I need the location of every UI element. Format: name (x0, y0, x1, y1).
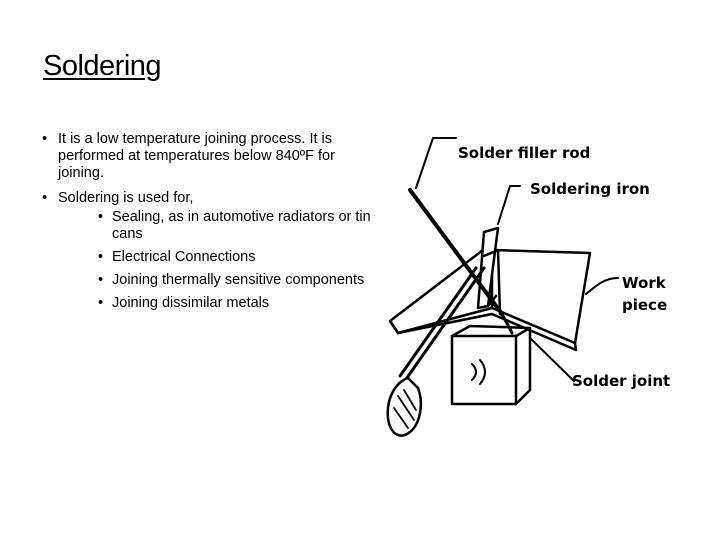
label-solder-joint: Solder joint (572, 372, 670, 390)
label-solder-filler-rod: Solder filler rod (458, 144, 590, 162)
bullet-item: • Soldering is used for, (42, 190, 372, 207)
slide-title: Soldering (43, 50, 162, 82)
sub-bullet-text: Joining dissimilar metals (112, 295, 270, 311)
bullet-dot: • (42, 131, 48, 147)
bullet-dot: • (98, 209, 104, 225)
bullet-dot: • (98, 249, 104, 265)
support-block (450, 324, 532, 406)
sub-bullet-item: • Joining thermally sensitive components (42, 272, 372, 289)
sub-bullet-item: • Sealing, as in automotive radiators or… (42, 209, 372, 243)
work-piece-plates (388, 248, 592, 352)
soldering-diagram: Solder filler rod Soldering iron Work pi… (386, 137, 670, 437)
bullet-text: Soldering is used for, (58, 190, 194, 206)
bullet-text: It is a low temperature joining process.… (58, 131, 335, 181)
bullet-list: • It is a low temperature joining proces… (42, 131, 372, 312)
solder-filler-rod-drawing (408, 188, 514, 335)
label-work: Work (622, 274, 667, 292)
sub-bullet-text: Electrical Connections (112, 249, 256, 265)
bullet-dot: • (98, 272, 104, 288)
sub-bullet-item: • Electrical Connections (42, 249, 372, 266)
bullet-item: • It is a low temperature joining proces… (42, 131, 372, 182)
bullet-dot: • (42, 190, 48, 206)
sub-bullet-item: • Joining dissimilar metals (42, 295, 372, 312)
sub-bullet-text: Joining thermally sensitive components (112, 272, 365, 288)
sub-bullet-text: Sealing, as in automotive radiators or t… (112, 209, 371, 242)
bullet-dot: • (98, 295, 104, 311)
label-piece: piece (622, 296, 667, 314)
label-soldering-iron: Soldering iron (530, 180, 650, 198)
leader-lines (415, 137, 619, 382)
